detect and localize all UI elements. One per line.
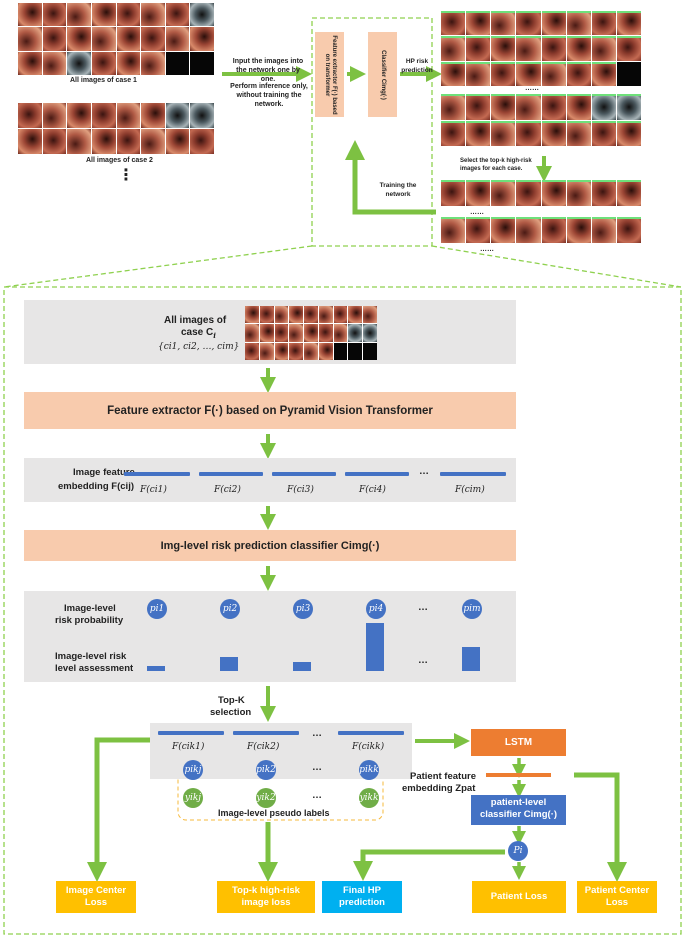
case-label: case Ci (181, 327, 216, 340)
classifier-label: Classifier Cimg(·) (379, 49, 386, 100)
emb-bar-1 (124, 472, 190, 476)
output-mosaic-1 (441, 11, 641, 86)
risk-level-bar (220, 656, 238, 671)
prob-circle-m: pim (462, 599, 482, 619)
risk-prob-label-2: risk probability (55, 615, 124, 626)
topk-label-y1: yikj (183, 788, 203, 808)
prob-circle-2: pi2 (220, 599, 240, 619)
case-i-mosaic (245, 306, 377, 360)
topk-feat-k: F(cikk) (352, 742, 385, 752)
case-label-sub: i (213, 331, 216, 340)
topk-label-1: Top-K (218, 695, 245, 706)
hp-risk-text: HP risk prediction (401, 58, 433, 74)
emb-label-1: F(ci1) (140, 485, 167, 495)
patient-classifier-box: patient-level classifier Cimg(·) (471, 795, 566, 825)
topk-bar-k (338, 731, 404, 735)
topk-label-2: selection (210, 707, 252, 718)
emb-bar-2 (199, 472, 263, 476)
embedding-panel (24, 458, 516, 502)
pseudo-labels-caption: Image-level pseudo labels (218, 808, 330, 818)
case-label-text: case C (181, 327, 214, 338)
topk-mosaic-1 (441, 180, 641, 206)
training-text: Training the network (379, 182, 417, 198)
select-text: Select the top-k high-risk images for ea… (460, 158, 532, 172)
final-hp-box: Final HP prediction (322, 881, 402, 913)
patient-feat-label-1: Patient feature (410, 771, 476, 782)
emb-bar-m (440, 472, 506, 476)
arrow-training (345, 140, 436, 215)
emb-ellipsis: … (419, 466, 429, 477)
topk-prob-2: pik2 (256, 760, 276, 780)
main-dashed-box (3, 286, 682, 935)
inference-text: Perform inference only, without training… (230, 83, 308, 108)
case1-mosaic (18, 3, 214, 75)
case2-caption: All images of case 2 (86, 157, 153, 164)
dots-1: …… (525, 85, 539, 92)
topk-mosaic-2 (441, 217, 641, 243)
emb-bar-3 (272, 472, 336, 476)
prob-circle-3: pi3 (293, 599, 313, 619)
input-text: Input the images into the network one by… (232, 58, 304, 83)
embedding-label-1: Image feature (73, 467, 135, 478)
lstm-label: LSTM (504, 737, 533, 748)
prob-ellipsis: … (418, 602, 428, 613)
risk-assess-label-2: level assessment (55, 663, 134, 674)
emb-bar-4 (345, 472, 409, 476)
case-set: {ci1, ci2, …, cim} (158, 342, 240, 352)
emb-label-2: F(ci2) (214, 485, 241, 495)
topk-label-y2: yik2 (256, 788, 276, 808)
topk-feat-2: F(cik2) (247, 742, 280, 752)
topk-prob-k: pikk (359, 760, 379, 780)
lstm-box: LSTM (471, 729, 566, 756)
risk-level-bar (147, 666, 165, 671)
topk-label-yk: yikk (359, 788, 379, 808)
prob-circle-1: pi1 (147, 599, 167, 619)
patient-feat-label-2: embedding Zpat (402, 783, 476, 794)
topk-prob-1: pikj (183, 760, 203, 780)
vertical-ellipsis: ⋮ (118, 167, 134, 184)
dots-2: …… (470, 209, 484, 216)
output-mosaic-2 (441, 94, 641, 146)
topk-label-ellipsis: … (312, 790, 322, 801)
overview-dashed-box (311, 17, 433, 247)
feature-extractor-label: Feature extractor F(·) based on transfor… (323, 34, 337, 115)
patient-classifier-label-2: classifier Cimg(·) (479, 809, 558, 820)
risk-prob-label-1: Image-level (64, 603, 116, 614)
emb-label-m: F(cim) (455, 485, 485, 495)
emb-label-3: F(ci3) (287, 485, 314, 495)
risk-ellipsis: … (418, 655, 428, 666)
feature-extractor-box: Feature extractor F(·) based on transfor… (315, 32, 344, 117)
img-classifier-label: Img-level risk prediction classifier Cim… (160, 539, 380, 552)
risk-level-bar (293, 662, 311, 671)
emb-label-4: F(ci4) (359, 485, 386, 495)
topk-loss-box: Top-k high-risk image loss (217, 881, 315, 913)
topk-feat-1: F(cik1) (172, 742, 205, 752)
case2-mosaic (18, 103, 214, 154)
image-center-loss-box: Image Center Loss (56, 881, 136, 913)
patient-loss-box: Patient Loss (472, 881, 566, 913)
embedding-label-2: embedding F(cij) (58, 481, 134, 492)
classifier-box: Classifier Cimg(·) (368, 32, 397, 117)
prob-circle-4: pi4 (366, 599, 386, 619)
risk-assess-label-1: Image-level risk (55, 651, 127, 662)
patient-prob-circle: Pi (508, 841, 528, 861)
topk-feat-ellipsis: … (312, 728, 322, 739)
topk-bar-1 (158, 731, 224, 735)
topk-bar-2 (233, 731, 299, 735)
patient-classifier-label-1: patient-level (490, 797, 547, 808)
topk-prob-ellipsis: … (312, 762, 322, 773)
img-classifier-box: Img-level risk prediction classifier Cim… (24, 530, 516, 561)
risk-level-bar (366, 623, 384, 671)
all-images-label: All images of (164, 315, 227, 326)
patient-embedding-bar (486, 773, 551, 777)
pvt-feature-extractor-label: Feature extractor F(·) based on Pyramid … (107, 404, 433, 417)
dots-3: …… (480, 246, 494, 253)
risk-level-bar (462, 647, 480, 671)
risk-panel (24, 591, 516, 682)
patient-center-loss-box: Patient Center Loss (577, 881, 657, 913)
pvt-feature-extractor-box: Feature extractor F(·) based on Pyramid … (24, 392, 516, 429)
case1-caption: All images of case 1 (70, 77, 137, 84)
